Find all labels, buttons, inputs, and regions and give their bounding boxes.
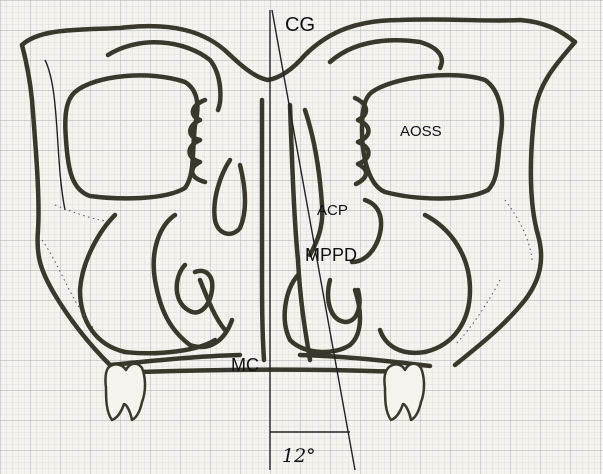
- label-acp: ACP: [317, 203, 348, 218]
- label-mc: MC: [231, 356, 259, 374]
- label-aoss: AOSS: [400, 124, 442, 139]
- label-angle: 12°: [282, 447, 316, 466]
- nasal-septum: [262, 100, 264, 360]
- label-cg: CG: [285, 15, 315, 35]
- label-mppd: MPPD: [305, 246, 357, 264]
